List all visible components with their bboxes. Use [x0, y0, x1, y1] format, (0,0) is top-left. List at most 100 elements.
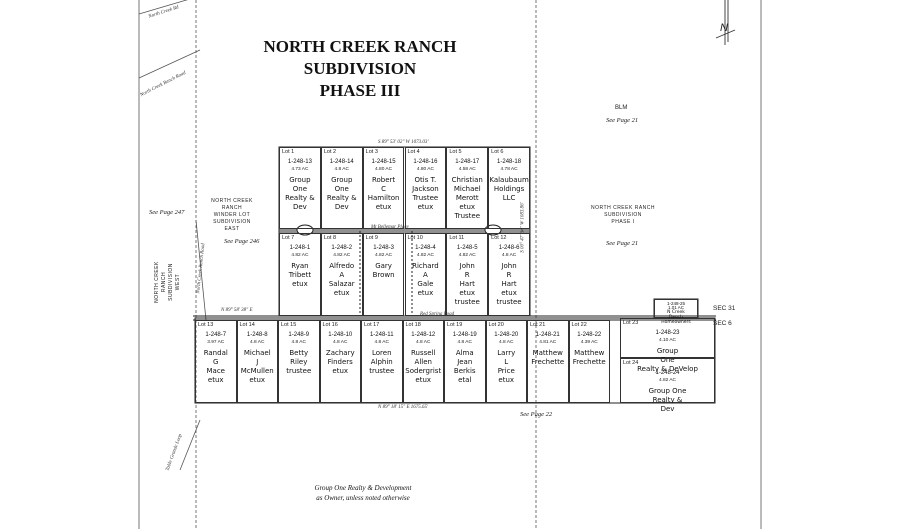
owner-note-line-1: Group One Realty & Development [314, 484, 412, 492]
see-page-21-mid-label: See Page 21 [606, 240, 639, 247]
parcel-number: 1-248-25 [666, 301, 685, 306]
parcel-number: 1-248-9 [288, 332, 310, 338]
lot-acreage: 4.10 AC [658, 338, 677, 343]
lot-number: Lot 12 [491, 235, 507, 241]
parcel-number: 1-248-5 [456, 245, 478, 251]
lot-owner: John R Hart etux trustee [496, 262, 522, 306]
lot-acreage: 4.8 AC [333, 340, 348, 345]
north-arrow-label: N [720, 22, 728, 34]
lot-number: Lot 20 [488, 322, 504, 328]
lot-number: Lot 16 [322, 322, 338, 328]
lot-owner: Group One Realty & Dev [285, 176, 315, 211]
parcel-number: 1-248-7 [205, 332, 227, 338]
bottom-bearing-label: N 89° 18' 15" E 1675.65' [378, 405, 429, 410]
lot-number: Lot 21 [530, 322, 546, 328]
parcel-number: 1-248-10 [328, 332, 353, 338]
winder-lot-label: NORTH CREEK RANCH WINDER LOT SUBDIVISION… [211, 198, 253, 232]
parcel-number: 1-248-1 [289, 245, 311, 251]
see-page-247-label: See Page 247 [149, 209, 185, 216]
lot-number: Lot 18 [405, 322, 421, 328]
lot-owner: Russell Allen Sodergrist etux [405, 349, 442, 384]
parcel-number: 1-248-13 [287, 159, 312, 165]
lot-acreage: 4.73 AC [291, 167, 309, 172]
lot-number: Lot 4 [407, 149, 420, 155]
lot-owner: Christian Michael Merott etux Trustee [451, 176, 483, 220]
lot-acreage: 4.80 AC [416, 167, 434, 172]
lot-acreage: 4.39 AC [580, 340, 598, 345]
lot-number: Lot 3 [365, 149, 378, 155]
lot-acreage: 4.82 AC [375, 253, 393, 258]
parcel-number: 1-248-14 [329, 159, 354, 165]
parcel-number: 1-248-8 [246, 332, 268, 338]
lot-owner: Kalaubaum Holdings LLC [489, 176, 529, 202]
sec31-label: SEC 31 [713, 305, 736, 312]
table-grande-line [179, 419, 201, 471]
lot-owner: Richard A Gale etux [412, 262, 439, 297]
mid-bearing-label: N 89° 58' 38" E [221, 308, 253, 313]
parcel-number: 1-248-18 [497, 159, 522, 165]
lot-acreage: 4.80 AC [375, 167, 393, 172]
lot-cell: Lot 16 1-248-10 4.8 AC Zachary Finders etux [319, 320, 361, 403]
north-creek-road-line [138, 0, 188, 15]
lot-acreage: 4.82 AC [291, 253, 309, 258]
parcel-number: 1-248-11 [369, 332, 394, 338]
lot-acreage: 4.8 AC [374, 340, 389, 345]
lot-acreage: 4.58 AC [458, 167, 476, 172]
lot-cell: Lot 1 1-248-13 4.73 AC Group One Realty & D… [279, 147, 321, 229]
parcel-number: 1-248-2 [331, 245, 353, 251]
lot-owner: Group One Realty & Dev [326, 176, 357, 211]
lot-number: Lot 23 [623, 320, 639, 326]
lot-acreage: 4.8 AC [416, 340, 431, 345]
lot-owner: Matthew Frechette [572, 349, 606, 366]
lot-owner: Group One Realty & Dev [648, 387, 687, 413]
title-line-3: PHASE III [319, 81, 401, 100]
row-road-lower-label: Red Spring Road [420, 312, 455, 317]
lot-acreage: 1.01 AC [667, 305, 684, 310]
lot-owner: Group One Realty & DeVelop [637, 347, 698, 373]
lot-number: Lot 11 [449, 235, 465, 241]
lot-owner: Loren Alphin trustee [369, 349, 395, 375]
lot-owner: N Creek Ranch Homeowners [661, 310, 691, 325]
owner-note-line-2: as Owner, unless noted otherwise [316, 494, 410, 502]
lot-acreage: 4.82 AC [333, 253, 351, 258]
parcel-number: 1-248-17 [455, 159, 480, 165]
lot-owner: Zachary Finders etux [325, 349, 355, 375]
map-title: NORTH CREEK RANCH SUBDIVISION PHASE III [175, 36, 545, 102]
lot-number: Lot 13 [198, 322, 214, 328]
lot-acreage: 4.81 AC [539, 340, 557, 345]
lot-acreage: 4.8 AC [250, 340, 265, 345]
parcel-number: 1-248-20 [494, 332, 519, 338]
lot-acreage: 3.97 AC [207, 340, 225, 345]
parcel-number: 1-248-15 [371, 159, 396, 165]
lot-owner: Alma Jean Berkis etal [453, 349, 476, 384]
lot-number: Lot 5 [449, 149, 462, 155]
phase1-label: NORTH CREEK RANCH SUBDIVISION PHASE I [591, 205, 655, 225]
lot-number: Lot 14 [239, 322, 255, 328]
title-line-1: NORTH CREEK RANCH [263, 37, 457, 56]
lot-number: Lot 10 [407, 235, 423, 241]
lot-acreage: 4.8 AC [457, 340, 472, 345]
lot-number: Lot 1 [282, 149, 295, 155]
lot-cell: Lot 5 1-248-17 4.58 AC Christian Michael Me… [446, 147, 489, 229]
see-page-246-label: See Page 246 [224, 238, 260, 245]
parcel-number: 1-248-22 [577, 332, 602, 338]
sec6-label: SEC 6 [713, 320, 732, 327]
lot-acreage: 4.8 AC [501, 253, 517, 258]
parcel-number: 1-248-24 [655, 370, 680, 376]
lot-owner: Robert C Hamilton etux [367, 176, 400, 211]
lot-acreage: 4.8 AC [334, 167, 349, 172]
